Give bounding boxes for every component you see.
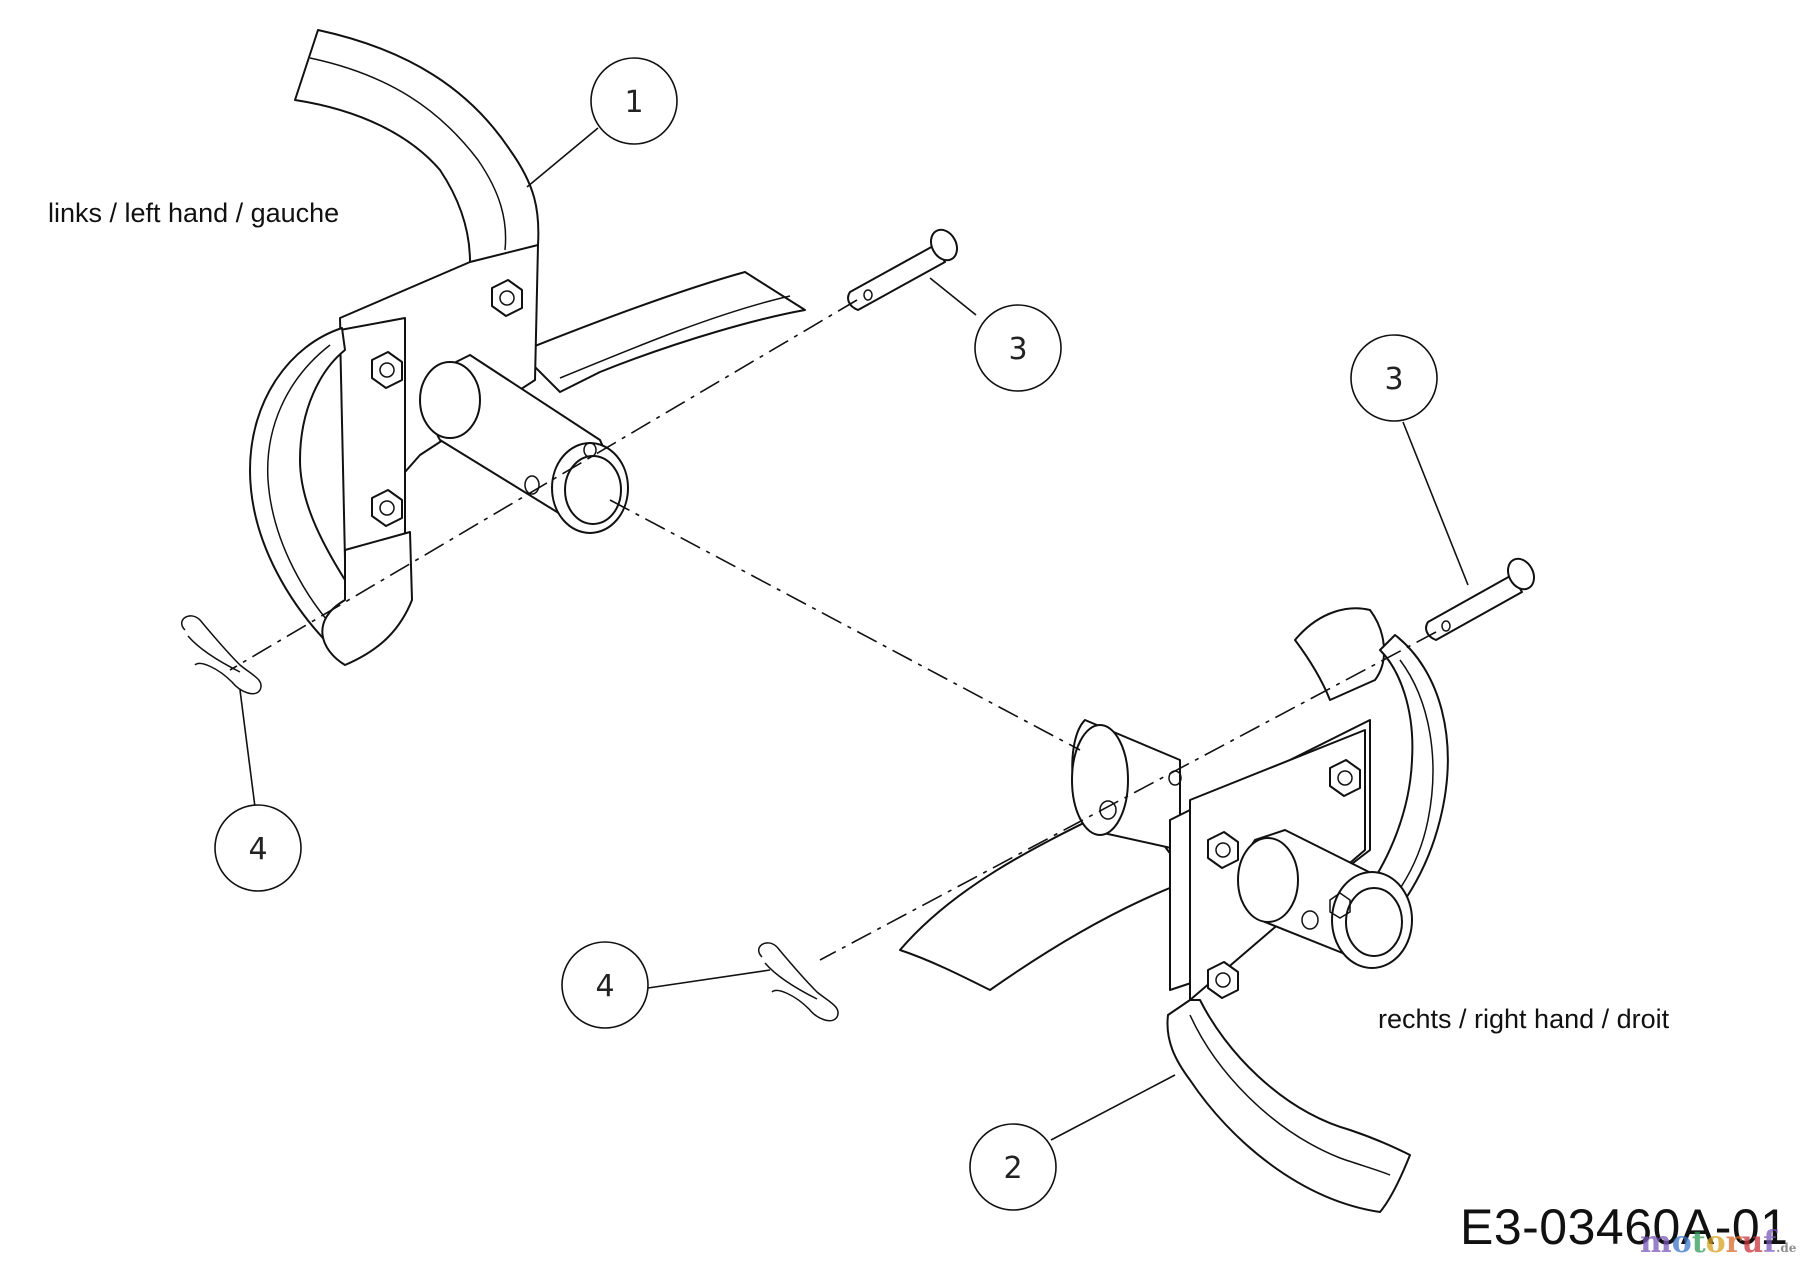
callout-3-left-number: 3 [1008,332,1027,367]
left-bolt-top-right [491,279,523,317]
right-short-hub [1071,719,1182,851]
right-hand-label: rechts / right hand / droit [1378,1004,1670,1034]
clevis-pin-left [847,228,958,311]
callout-4-left: 4 [214,804,302,892]
left-lower-plate [321,531,413,666]
right-tine-assembly [899,607,1449,1213]
hairpin-clip-right [757,942,839,1022]
callout-3-right-number: 3 [1384,362,1403,397]
callout-4-right: 4 [561,941,649,1029]
left-front-plate [339,317,406,561]
left-bolt-plate-bottom [371,489,403,527]
right-lower-blade-part-2 [1166,999,1411,1213]
callout-1: 1 [590,57,678,145]
hairpin-clip-left [180,615,262,695]
centerline-hub-axis [609,499,1081,751]
watermark-logo: motoruf.de [1640,1225,1797,1260]
drawing-code: E3-03460A-01 [1460,1199,1789,1255]
right-bolt-bottom [1207,961,1239,999]
leader-2 [1050,1074,1176,1141]
left-tine-assembly [249,29,806,666]
leader-1 [526,127,599,188]
callout-3-right: 3 [1350,334,1438,422]
callout-1-number: 1 [624,85,643,120]
callout-2-number: 2 [1003,1151,1022,1186]
left-lower-blade [519,271,806,393]
right-long-blade [899,799,1191,991]
callout-4-left-number: 4 [248,832,267,867]
left-bolt-plate-top [371,351,403,389]
leader-3-left [929,277,977,316]
left-hub-tube [419,354,629,534]
leader-4-right [647,969,771,989]
left-hand-label: links / left hand / gauche [48,198,340,228]
callout-3-left: 3 [974,304,1062,392]
centerline-left-pin [229,299,858,671]
right-upper-blade [1294,607,1386,701]
right-bolt-mid [1207,831,1239,869]
callout-2: 2 [969,1123,1057,1211]
leader-4-left [239,689,256,808]
leader-3-right [1402,421,1469,586]
callout-4-right-number: 4 [595,969,614,1004]
right-bolt-top [1329,759,1361,797]
right-hub-tube [1237,829,1413,969]
centerline-right-pin [819,631,1437,961]
clevis-pin-right [1425,557,1535,641]
